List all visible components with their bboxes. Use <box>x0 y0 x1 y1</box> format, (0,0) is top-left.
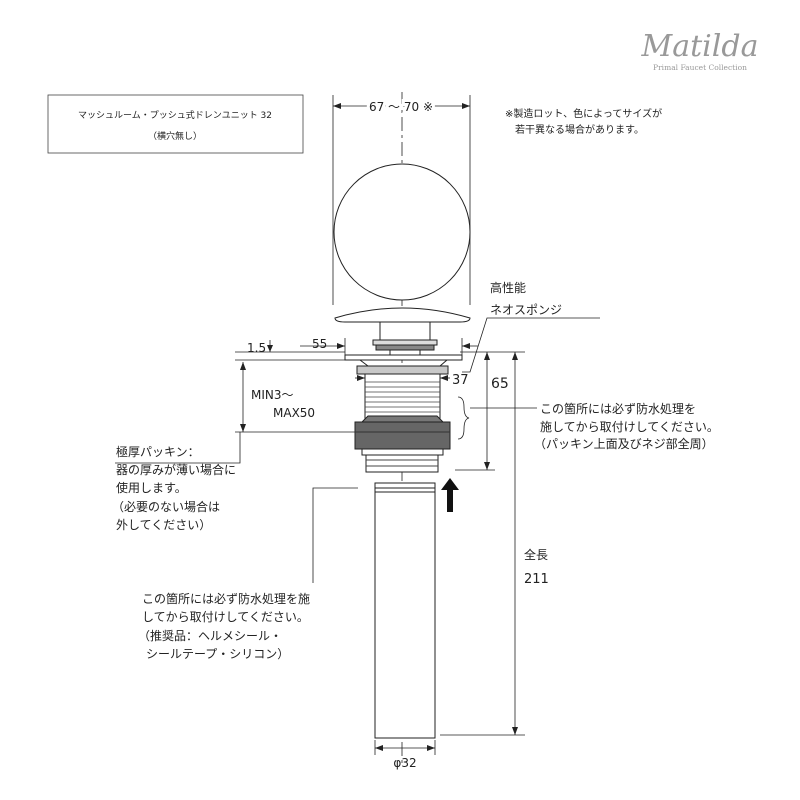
stem-collar <box>389 349 421 356</box>
counter-min-label: MIN3〜 <box>251 388 294 402</box>
packing-note-2: 器の厚みが薄い場合に <box>116 462 236 477</box>
insert-arrow-icon <box>441 478 459 512</box>
mushroom-cap <box>334 307 471 323</box>
sponge-note-1: 高性能 <box>490 280 526 295</box>
packing-note-3: 使用します。 <box>116 480 187 495</box>
thick-packing <box>354 421 451 450</box>
cap-stem <box>379 321 431 341</box>
body-diameter-label: 37 <box>452 373 469 388</box>
thread-body <box>364 373 441 421</box>
total-length-caption: 全長 <box>524 547 548 562</box>
flange-thickness-label: 1.5 <box>247 341 266 355</box>
size-note-2: 若干異なる場合があります。 <box>505 123 644 136</box>
waterproof-lower-1: この箇所には必ず防水処理を施 <box>142 591 310 606</box>
flange <box>344 354 463 367</box>
nut-ring <box>375 344 435 351</box>
packing-note-5: 外してください） <box>116 518 211 532</box>
sponge-note-2: ネオスポンジ <box>490 303 562 317</box>
logo-tagline: Primal Faucet Collection <box>653 63 747 72</box>
waterproof-lower-3: （推奨品：ヘルメシール・ <box>138 629 282 643</box>
lock-nut <box>372 339 438 346</box>
pipe-diameter-label: φ32 <box>393 756 416 770</box>
title-line1: マッシュルーム・プッシュ式ドレンユニット 32 <box>78 109 272 121</box>
flange-diameter-label: 55 <box>312 337 327 351</box>
packing-note-4: （必要のない場合は <box>112 499 220 514</box>
cap-top-view <box>333 163 471 301</box>
waterproof-upper-1: この箇所には必ず防水処理を <box>540 401 696 416</box>
arrowheads <box>240 103 518 751</box>
size-note-1: ※製造ロット、色によってサイズが <box>505 107 662 120</box>
title-line2: （横穴無し） <box>148 130 202 142</box>
neo-sponge <box>356 365 449 375</box>
waterproof-upper-3: （パッキン上面及びネジ部全周） <box>534 436 714 451</box>
total-length-label: 211 <box>524 572 549 587</box>
washer <box>361 448 444 456</box>
lower-thread <box>365 454 439 473</box>
waterproof-lower-2: してから取付けしてください。 <box>142 610 309 624</box>
waterproof-lower-4: シールテープ・シリコン） <box>146 647 289 661</box>
waterproof-upper-2: 施してから取付けしてください。 <box>540 420 719 434</box>
counter-max-label: MAX50 <box>273 406 315 420</box>
logo-name: Matilda <box>641 29 759 64</box>
cap-diameter-label: 67 〜 70 ※ <box>369 100 433 114</box>
packing-bevel <box>360 415 445 423</box>
packing-note-1: 極厚パッキン： <box>116 444 200 459</box>
title-box <box>47 94 304 154</box>
height-65-label: 65 <box>491 376 509 392</box>
tail-pipe <box>374 482 436 739</box>
